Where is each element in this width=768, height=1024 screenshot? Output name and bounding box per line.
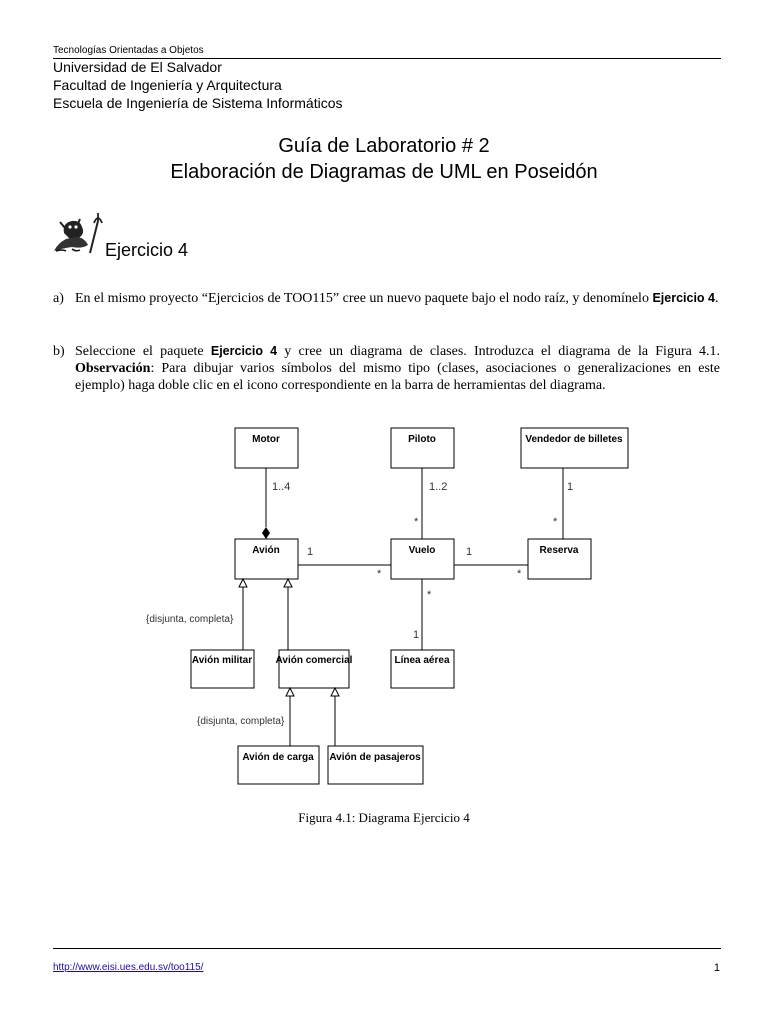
class-name-piloto: Piloto <box>408 434 436 445</box>
gen-arrow-comercial <box>283 577 293 588</box>
class-box-avion <box>234 538 299 580</box>
item-b-text1: Seleccione el paquete <box>75 344 204 359</box>
item-a-period: . <box>715 291 719 306</box>
page-number: 1 <box>713 962 720 974</box>
institution-school: Escuela de Ingeniería de Sistema Informá… <box>53 95 343 111</box>
item-b-bold1: Ejercicio 4 <box>210 344 278 358</box>
page-title-line1: Guía de Laboratorio # 2 <box>278 135 490 157</box>
constraint-comercial: {disjunta, completa} <box>197 716 285 727</box>
item-a-bold: Ejercicio 4 <box>652 291 715 305</box>
class-box-comercial <box>278 649 350 689</box>
list-marker-a: a) <box>53 291 64 306</box>
mult-piloto-top: 1..2 <box>429 481 447 493</box>
institution-university: Universidad de El Salvador <box>53 59 222 75</box>
mult-vendedor-top: 1 <box>567 481 573 493</box>
list-marker-b: b) <box>53 344 65 359</box>
mult-motor-avion: 1..4 <box>272 481 290 493</box>
class-box-vendedor <box>520 427 629 469</box>
class-box-militar <box>190 649 255 689</box>
item-b-text3: : Para dibujar varios símbolos del mismo… <box>75 361 720 393</box>
figure-caption: Figura 4.1: Diagrama Ejercicio 4 <box>298 810 470 825</box>
devil-pitchfork-icon <box>54 213 103 254</box>
list-item-a: a) En el mismo proyecto “Ejercicios de T… <box>53 290 720 307</box>
footer-url-link[interactable]: http://www.eisi.ues.edu.sv/too115/ <box>53 962 204 973</box>
class-name-motor: Motor <box>252 434 280 445</box>
composition-diamond <box>262 527 270 539</box>
gen-arrow-pasajeros <box>330 686 340 697</box>
item-a-text: En el mismo proyecto “Ejercicios de TOO1… <box>75 291 649 306</box>
mult-vuelo-linea-bottom: 1 <box>413 629 419 641</box>
class-name-comercial: Avión comercial <box>276 655 353 666</box>
class-name-militar: Avión militar <box>192 655 252 666</box>
exercise-title: Ejercicio 4 <box>105 240 189 260</box>
gen-arrow-carga <box>285 686 295 697</box>
institution-faculty: Facultad de Ingeniería y Arquitectura <box>53 77 282 93</box>
class-name-linea: Línea aérea <box>394 655 449 666</box>
footer-rule <box>53 948 721 949</box>
list-item-b: b) Seleccione el paquete Ejercicio 4 y c… <box>53 343 720 394</box>
class-name-avion: Avión <box>252 545 279 556</box>
class-box-pasajeros <box>327 745 424 785</box>
mult-avion-vuelo-left: 1 <box>307 546 313 558</box>
course-name: Tecnologías Orientadas a Objetos <box>53 45 204 56</box>
mult-piloto-bottom: * <box>414 516 419 528</box>
mult-vuelo-linea-top: * <box>427 589 432 601</box>
mult-vuelo-reserva-right: * <box>517 568 522 580</box>
constraint-avion: {disjunta, completa} <box>146 614 234 625</box>
header-rule <box>53 58 721 59</box>
gen-arrow-militar <box>238 577 248 588</box>
class-name-carga: Avión de carga <box>242 752 314 763</box>
class-name-pasajeros: Avión de pasajeros <box>329 752 421 763</box>
mult-vendedor-bottom: * <box>553 516 558 528</box>
class-name-vendedor: Vendedor de billetes <box>525 434 623 445</box>
page-title-line2: Elaboración de Diagramas de UML en Posei… <box>170 161 598 183</box>
item-b-text2: y cree un diagrama de clases. Introduzca… <box>284 344 721 359</box>
class-name-reserva: Reserva <box>540 545 579 556</box>
class-box-carga <box>237 745 320 785</box>
item-b-bold2: Observación <box>75 361 151 376</box>
mult-avion-vuelo-right: * <box>377 568 382 580</box>
class-name-vuelo: Vuelo <box>409 545 436 556</box>
mult-vuelo-reserva-left: 1 <box>466 546 472 558</box>
class-box-reserva <box>527 538 592 580</box>
